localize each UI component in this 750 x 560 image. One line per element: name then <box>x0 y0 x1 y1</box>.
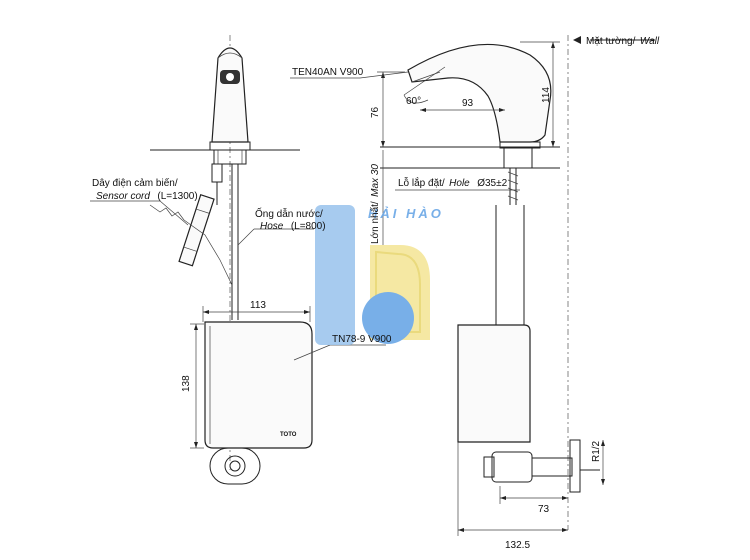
sensor-cord-label-vi: Dây điện cảm biến/ <box>92 177 178 189</box>
faucet-model: TEN40AN V900 <box>292 67 364 78</box>
hose-label: Hose (L=800) <box>260 216 326 233</box>
control-box-side <box>457 324 531 443</box>
left-view <box>90 35 386 485</box>
sensor-eye <box>226 73 234 81</box>
hole-size: Ø35±2 <box>477 178 507 189</box>
angle-arc <box>403 94 429 104</box>
angle-label: 60° <box>406 96 421 107</box>
hose-length: (L=800) <box>291 221 326 232</box>
wall-label: Mặt tường/ Wall <box>586 31 660 48</box>
dim-73-label: 73 <box>538 504 550 515</box>
wall-flange <box>569 439 581 493</box>
hose-label-vi: Ống dẫn nước/ <box>255 206 323 220</box>
watermark-logo: HẢI HÀO <box>315 205 444 345</box>
hole-label: Lỗ lắp đặt/ Hole Ø35±2 <box>398 173 508 190</box>
dim-76-label: 76 <box>370 106 381 118</box>
dim-113-label: 113 <box>250 300 266 311</box>
dim-1325-label: 132.5 <box>505 540 530 551</box>
sensor-cord-label: Sensor cord (L=1300) <box>96 186 198 203</box>
control-box <box>204 321 313 449</box>
dim-93-label: 93 <box>462 98 474 109</box>
faucet-body-side <box>407 43 552 143</box>
max-thickness-vi: Lớn nhất/ <box>369 201 381 244</box>
thread-label: R1/2 <box>591 440 602 462</box>
faucet-top-curve <box>217 52 243 59</box>
mounting-nut <box>213 149 247 165</box>
watermark-circle <box>362 292 414 344</box>
hole-label-en: Hole <box>449 178 470 189</box>
faucet-body-front <box>211 47 249 143</box>
watermark-bar-blue <box>315 205 355 345</box>
sensor-cord-label-en: Sensor cord <box>96 191 150 202</box>
box-brand-logo: TOTO <box>280 432 297 438</box>
valve-body-right <box>491 451 533 483</box>
max-thickness-en: Max 30 <box>370 164 381 197</box>
sensor-cord-length: (L=1300) <box>157 191 197 202</box>
sensor-connector <box>211 163 223 183</box>
hole-label-vi: Lỗ lắp đặt/ <box>398 176 445 189</box>
control-box-model: TN78-9 V900 <box>332 334 392 345</box>
right-view <box>290 35 655 536</box>
wall-label-vi: Mặt tường/ <box>586 36 636 47</box>
sensor-plug <box>178 194 215 267</box>
valve-body-left <box>209 447 261 485</box>
watermark-text: HẢI HÀO <box>368 206 444 221</box>
hose-label-en: Hose <box>260 221 284 232</box>
dim-138-label: 138 <box>181 375 192 392</box>
wall-pipe <box>531 457 573 477</box>
dim-114-label: 114 <box>541 87 552 103</box>
wall-label-en: Wall <box>640 36 660 47</box>
valve-port <box>224 455 246 477</box>
max-thickness-label: Lớn nhất/ Max 30 <box>365 164 382 244</box>
faucet-shank-nut <box>503 147 533 169</box>
sensor-cord-chain <box>149 204 185 221</box>
